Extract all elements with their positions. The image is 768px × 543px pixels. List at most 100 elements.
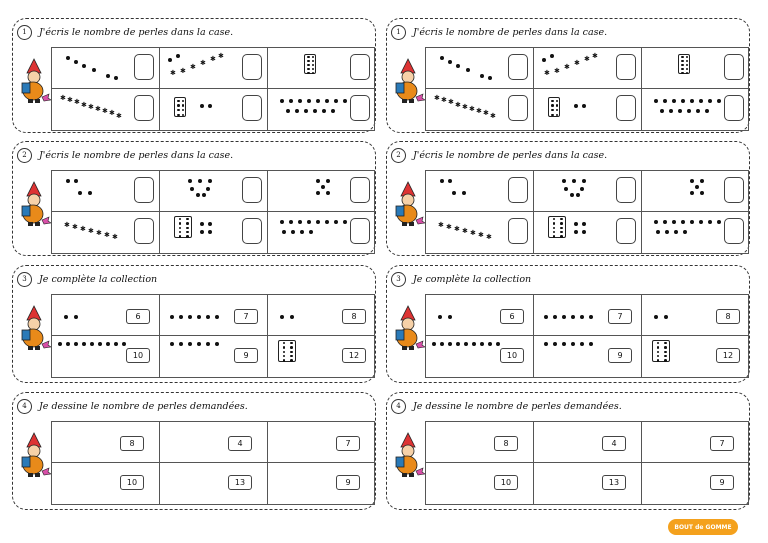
answer-box[interactable]	[242, 177, 262, 203]
answer-box[interactable]	[350, 54, 370, 80]
mascot-icon	[21, 305, 52, 350]
bead-star: ✱	[448, 98, 454, 107]
bead-dot	[700, 191, 704, 195]
exercise-number: 2	[391, 147, 406, 163]
bead-dot	[321, 185, 325, 189]
bead-dot	[188, 342, 192, 346]
answer-box[interactable]	[350, 218, 370, 244]
answer-box[interactable]	[724, 95, 744, 121]
exercise-number: 2	[17, 147, 32, 163]
bead-dot	[717, 99, 721, 103]
bead-star: ✱	[64, 221, 70, 229]
grid-cell: 12	[641, 336, 749, 378]
bead-dot	[200, 222, 204, 226]
bead-star: ✱	[80, 225, 86, 233]
bead-dot	[316, 220, 320, 224]
bead-dot	[456, 342, 460, 346]
target-number-box: 4	[228, 436, 252, 451]
answer-box[interactable]	[134, 177, 154, 203]
exercise-instruction: J'écris le nombre de perles dans la case…	[39, 26, 234, 38]
answer-box[interactable]	[242, 54, 262, 80]
answer-box[interactable]	[242, 218, 262, 244]
grid-cell: 13	[533, 463, 641, 505]
bead-dot	[681, 220, 685, 224]
bead-dot	[448, 315, 452, 319]
bead-star: ✱	[112, 233, 118, 241]
target-number-box: 9	[336, 475, 360, 490]
grid-cell: 7	[533, 294, 641, 336]
bead-dot	[589, 315, 593, 319]
grid-cell	[641, 89, 749, 131]
bead-star: ✱	[200, 59, 206, 67]
bead-dot	[564, 187, 568, 191]
bead-star: ✱	[74, 98, 80, 107]
bead-dot	[92, 68, 96, 72]
answer-box[interactable]	[508, 54, 528, 80]
bead-dot	[114, 76, 118, 80]
bead-dot	[179, 342, 183, 346]
bead-dot	[343, 220, 347, 224]
bead-dot	[168, 58, 172, 62]
bead-dot	[690, 99, 694, 103]
bead-dot	[663, 99, 667, 103]
bead-dot	[82, 64, 86, 68]
bead-dot	[696, 109, 700, 113]
grid-cell: 8	[267, 294, 375, 336]
bead-star: ✱	[116, 111, 122, 120]
grid-cell	[425, 170, 533, 212]
answer-box[interactable]	[616, 54, 636, 80]
answer-box[interactable]	[350, 95, 370, 121]
answer-box[interactable]	[508, 95, 528, 121]
bead-dot	[562, 315, 566, 319]
answer-box[interactable]	[242, 95, 262, 121]
answer-box[interactable]	[134, 95, 154, 121]
target-number-box: 7	[608, 309, 632, 324]
answer-box[interactable]	[616, 95, 636, 121]
domino-die	[652, 340, 670, 362]
bead-dot	[669, 109, 673, 113]
answer-box[interactable]	[350, 177, 370, 203]
bead-dot	[695, 185, 699, 189]
bead-dot	[690, 191, 694, 195]
target-number-box: 9	[710, 475, 734, 490]
answer-box[interactable]	[134, 218, 154, 244]
bead-star: ✱	[88, 227, 94, 235]
bead-dot	[562, 179, 566, 183]
exercise-instruction: Je complète la collection	[413, 273, 532, 285]
answer-box[interactable]	[724, 54, 744, 80]
exercise-instruction: J'écris le nombre de perles dans la case…	[39, 149, 234, 161]
bead-dot	[448, 179, 452, 183]
answer-box[interactable]	[724, 177, 744, 203]
answer-box[interactable]	[508, 218, 528, 244]
grid-cell: 6	[51, 294, 159, 336]
answer-box[interactable]	[616, 177, 636, 203]
bead-dot	[307, 99, 311, 103]
answer-box[interactable]	[724, 218, 744, 244]
grid-cell: 8	[425, 421, 533, 463]
bead-dot	[74, 342, 78, 346]
domino-die	[174, 216, 192, 238]
answer-box[interactable]	[508, 177, 528, 203]
bead-dot	[200, 104, 204, 108]
mascot-icon	[21, 181, 52, 226]
bead-dot	[488, 76, 492, 80]
bead-dot	[88, 191, 92, 195]
target-number-box: 6	[500, 309, 524, 324]
publisher-logo: BOUT de GOMME	[668, 519, 738, 535]
answer-box[interactable]	[134, 54, 154, 80]
bead-star: ✱	[478, 231, 484, 239]
bead-dot	[58, 342, 62, 346]
bead-star: ✱	[544, 69, 550, 77]
bead-star: ✱	[554, 67, 560, 75]
bead-star: ✱	[102, 107, 108, 116]
bead-dot	[580, 342, 584, 346]
bead-dot	[170, 315, 174, 319]
bead-dot	[690, 179, 694, 183]
bead-dot	[576, 193, 580, 197]
exercise-number: 4	[17, 398, 32, 414]
answer-box[interactable]	[616, 218, 636, 244]
